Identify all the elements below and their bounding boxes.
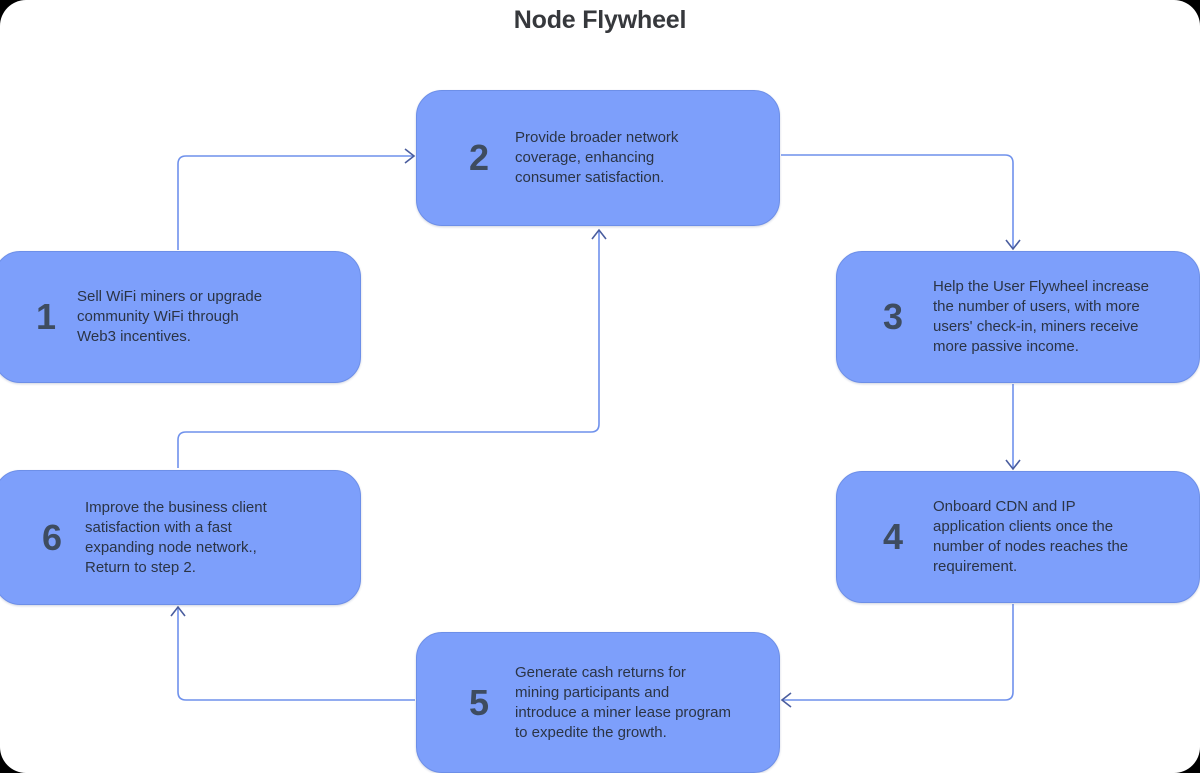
arrow-4-to-5 bbox=[780, 604, 1014, 708]
node-5-text: Generate cash returns for mining partici… bbox=[515, 663, 731, 741]
node-4-text: Onboard CDN and IP application clients o… bbox=[933, 498, 1129, 575]
flywheel-node-2[interactable]: 2 Provide broader network coverage, enha… bbox=[416, 90, 780, 226]
flywheel-node-3[interactable]: 3 Help the User Flywheel increase the nu… bbox=[836, 251, 1200, 383]
flywheel-node-5[interactable]: 5 Generate cash returns for mining parti… bbox=[416, 632, 780, 773]
arrow-3-to-4 bbox=[1005, 384, 1021, 471]
page-title: Node Flywheel bbox=[513, 6, 687, 34]
flywheel-node-4[interactable]: 4 Onboard CDN and IP application clients… bbox=[836, 471, 1200, 603]
node-1-number: 1 bbox=[35, 296, 57, 337]
node-6-text: Improve the business client satisfaction… bbox=[85, 498, 267, 576]
flywheel-node-1[interactable]: 1 Sell WiFi miners or upgrade community … bbox=[0, 251, 361, 383]
node-6-number: 6 bbox=[41, 516, 63, 558]
node-1-text: Sell WiFi miners or upgrade community Wi… bbox=[77, 288, 263, 345]
node-4-number: 4 bbox=[882, 516, 904, 557]
node-3-text: Help the User Flywheel increase the numb… bbox=[933, 278, 1149, 355]
node-2-number: 2 bbox=[468, 137, 490, 178]
flywheel-node-6[interactable]: 6 Improve the business client satisfacti… bbox=[0, 470, 361, 605]
arrow-5-to-6 bbox=[170, 605, 415, 701]
node-2-text: Provide broader network coverage, enhanc… bbox=[515, 129, 679, 186]
node-5-number: 5 bbox=[468, 681, 490, 723]
node-3-number: 3 bbox=[882, 296, 904, 337]
arrow-1-to-2 bbox=[177, 148, 416, 250]
arrow-2-to-3 bbox=[781, 154, 1021, 251]
